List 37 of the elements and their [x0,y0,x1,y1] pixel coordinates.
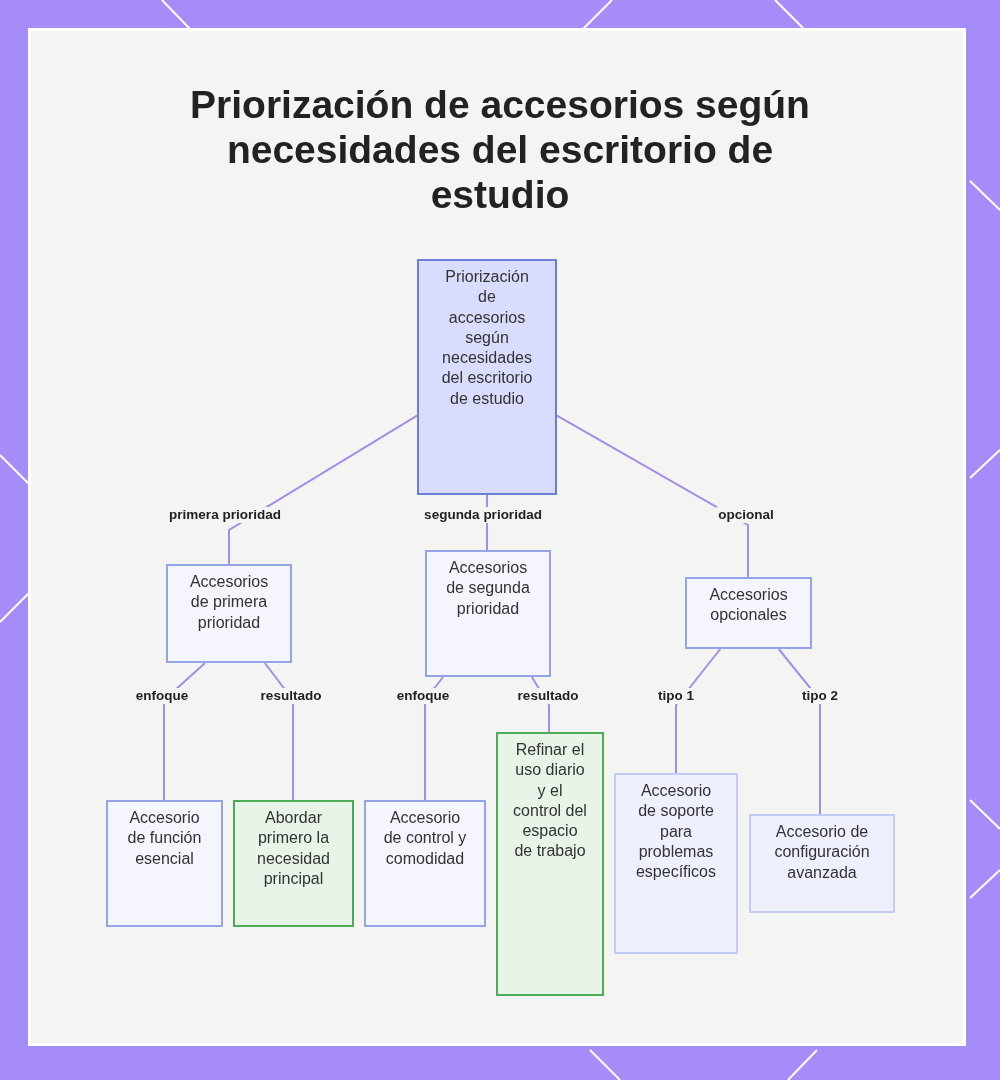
category-box [364,800,486,927]
topic-box [417,259,557,495]
title: Priorización de accesorios según necesidades del escritorio de estudio [189,82,811,217]
connector-line [556,414,749,578]
outcome-box [496,732,604,996]
category-box [106,800,223,927]
edge-label: opcional [716,507,776,523]
connector-line [777,648,821,815]
edge-label: tipo 1 [656,688,696,704]
outcome-box [233,800,354,927]
connector-line [263,662,294,801]
node-text: Accesorio de control y comodidad [382,808,468,869]
node-text: Accesorios de primera prioridad [188,572,270,633]
connector-line [228,414,418,565]
edge-label: segunda prioridad [422,507,544,523]
connector-line [163,662,207,801]
connector-line [675,648,722,774]
edge-label: resultado [515,688,581,704]
node-text: Refinar el uso diario y el control del espacio de trabajo [512,740,588,862]
node-text: Accesorios opcionales [708,585,789,626]
category-box [425,550,551,677]
edge-label: resultado [258,688,324,704]
node-text: Accesorio de soporte para problemas específicos [634,781,717,883]
node-text: Accesorio de función esencial [126,808,203,869]
node-text: Priorización de accesorios según necesidades del escritorio de estudio [440,267,534,409]
node-text: Abordar primero la necesidad principal [256,808,331,889]
edge-label: primera prioridad [167,507,283,523]
node-text: Accesorio de configuración avanzada [773,822,871,883]
option-box [749,814,895,913]
category-box [685,577,812,649]
edge-label: enfoque [394,688,452,704]
edge-label: tipo 2 [800,688,840,704]
option-box [614,773,738,954]
node-text: Accesorios de segunda prioridad [445,558,531,619]
edge-label: enfoque [133,688,191,704]
category-box [166,564,292,663]
connector-line [424,676,445,801]
